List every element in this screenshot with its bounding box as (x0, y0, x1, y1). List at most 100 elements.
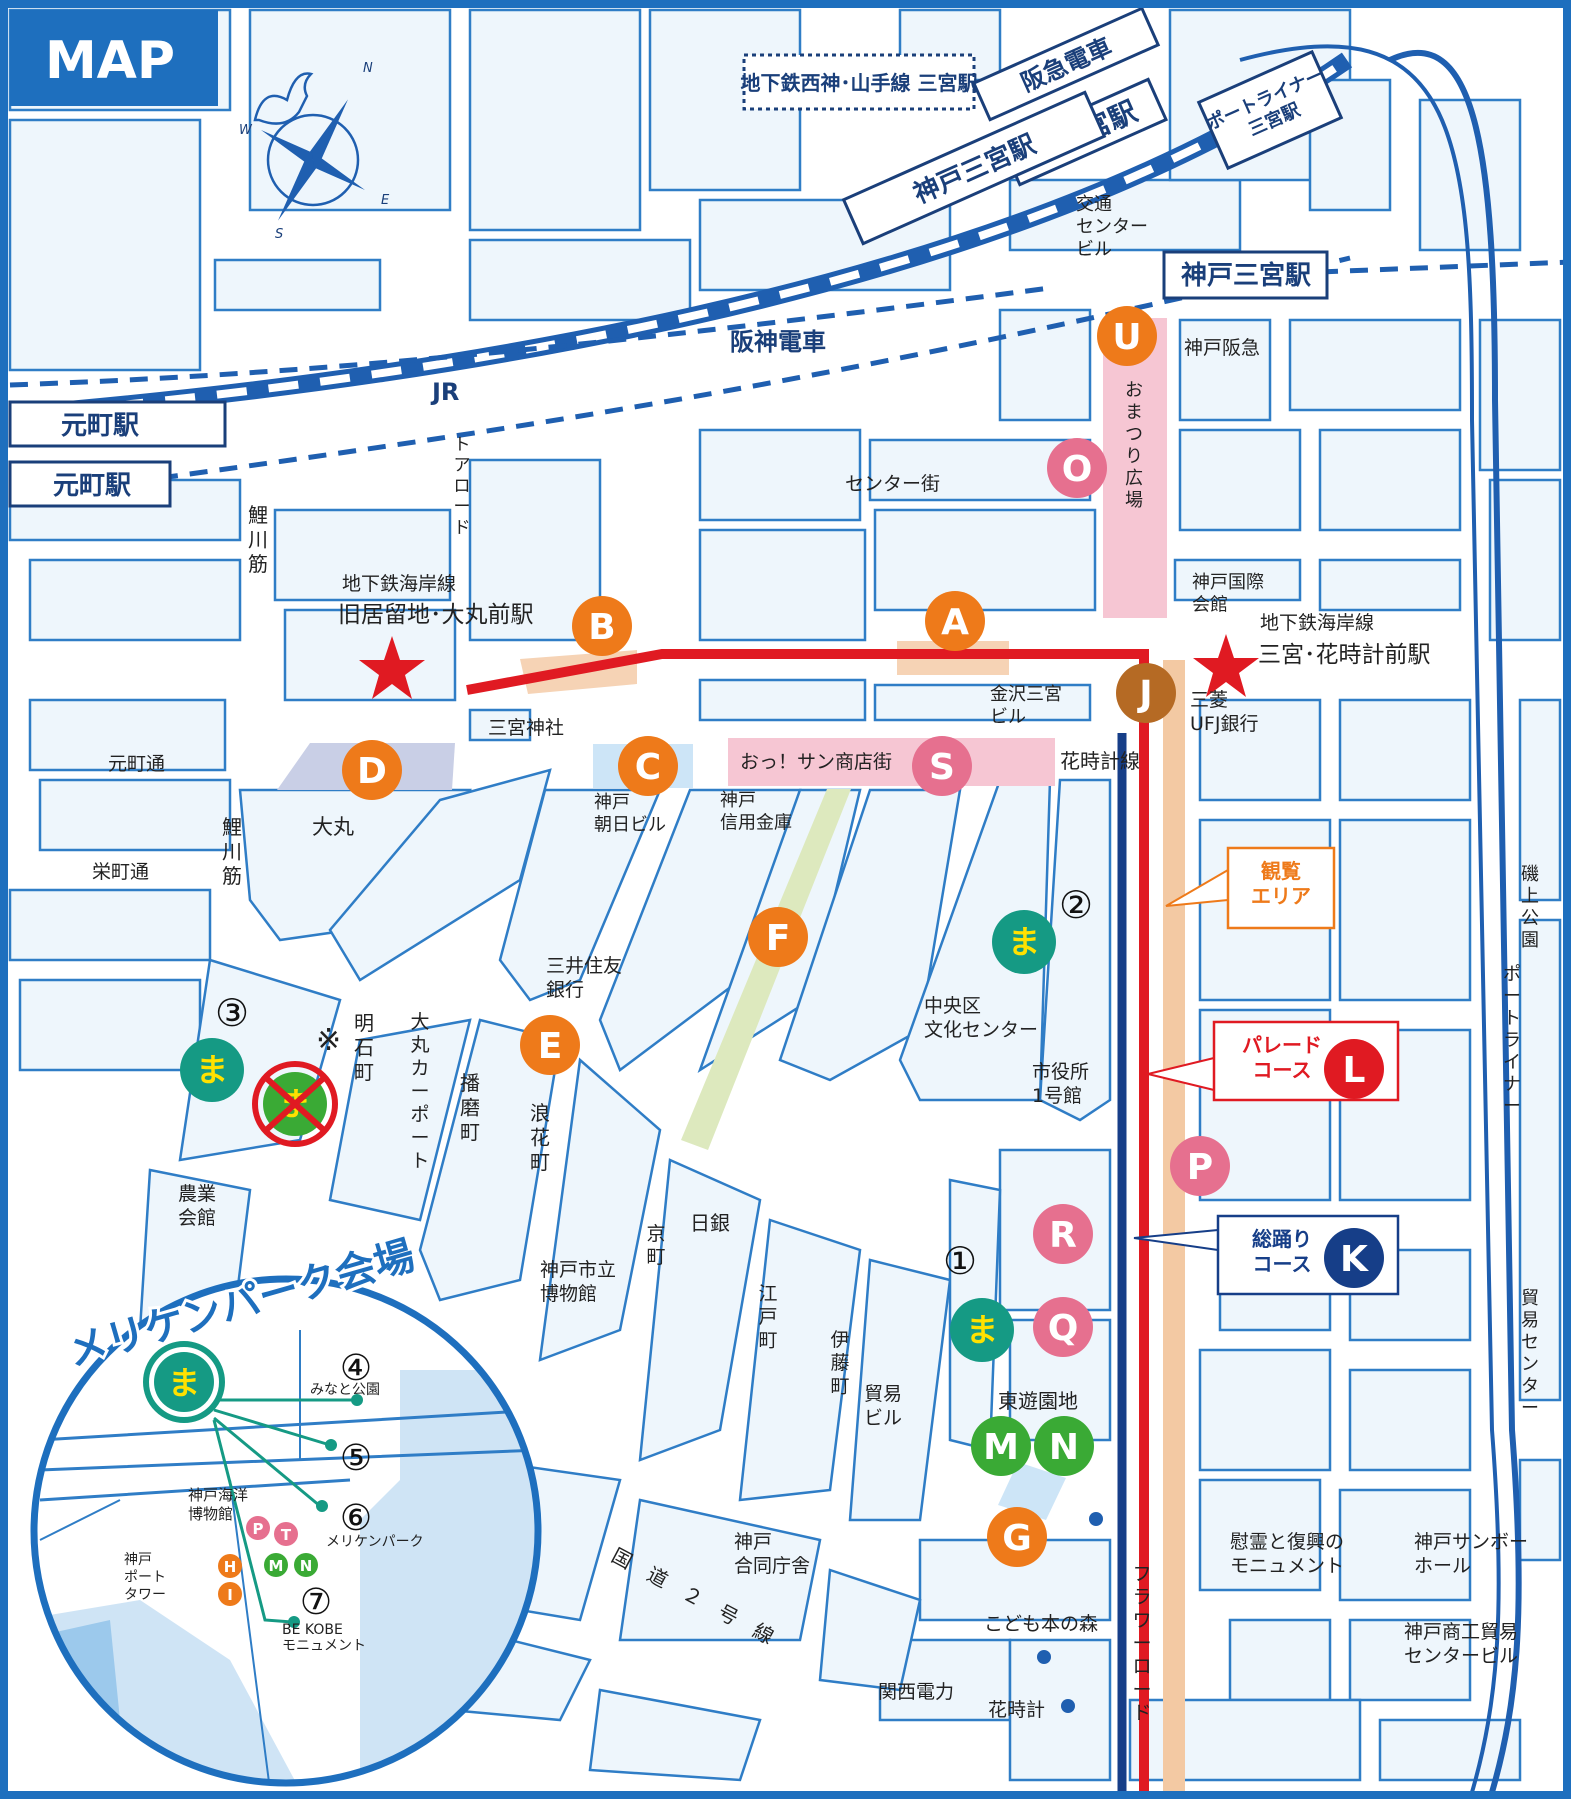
marker-label: O (1062, 449, 1093, 490)
city-block (1338, 698, 1472, 802)
city-block (1488, 478, 1562, 642)
city-block (698, 428, 862, 522)
viewing-pointer (1165, 869, 1229, 907)
parade-course-line (466, 649, 1149, 1799)
marker-label: R (1049, 1215, 1077, 1256)
mini-marker: M (264, 1553, 288, 1577)
place-label: 花時計線 (1060, 749, 1140, 773)
ma-marker: ま② (992, 883, 1093, 974)
city-block (818, 1568, 922, 1692)
city-block (1198, 698, 1322, 802)
omatsuri-plaza-zone (1103, 318, 1167, 618)
ma-label: ま (966, 1311, 998, 1349)
marker-o: O (1047, 438, 1107, 498)
motomachi-jr-box (8, 400, 227, 448)
place-label: 神戸阪急 (1184, 337, 1260, 359)
marker-r: R (1033, 1204, 1093, 1264)
ma-circle (950, 1298, 1014, 1362)
hanshin-kobe-sannomiya-station: 神戸三宮駅 (1181, 260, 1311, 291)
place-label: 農業会館 (178, 1183, 216, 1229)
hanshin-label: 阪神電車 (730, 328, 826, 356)
route-line-6 (213, 1416, 321, 1508)
city-block (1338, 1028, 1472, 1202)
city-block (468, 708, 532, 742)
place-label: 大丸 (312, 815, 354, 839)
inset-ring (30, 1275, 542, 1787)
mini-marker-circle (218, 1554, 242, 1578)
city-block (1038, 778, 1112, 1122)
city-block (1348, 1368, 1472, 1472)
place-label: フラワーロード (1132, 1563, 1151, 1724)
city-block (618, 1498, 822, 1642)
cancel-ring-icon (252, 1061, 338, 1147)
city-block (1318, 558, 1462, 612)
city-block (28, 558, 242, 642)
ma-number: ② (1059, 883, 1093, 927)
hanshin-line (159, 255, 1351, 481)
city-block (1228, 1618, 1332, 1702)
place-label: 元町通 (108, 753, 165, 775)
mini-marker-label: M (269, 1557, 284, 1575)
city-block (468, 8, 642, 232)
city-block (1173, 558, 1302, 602)
subway-seishin-station: 地下鉄西神･山手線 三宮駅 (741, 71, 978, 95)
city-block (698, 528, 867, 642)
compass-south-icon (278, 159, 318, 221)
marker-label: K (1340, 1239, 1369, 1280)
place-label: ポートライナー (1503, 964, 1521, 1117)
zone-g (998, 1462, 1066, 1520)
city-block (1198, 1348, 1332, 1472)
marker-label: D (357, 751, 387, 792)
marker-circle (925, 591, 985, 651)
meriken-item-number: ⑤ (340, 1438, 372, 1479)
place-label: 神戸信用金庫 (720, 790, 792, 834)
place-label: おっ！サン商店街 (740, 751, 892, 773)
marker-circle (1033, 1204, 1093, 1264)
compass-e: E (381, 193, 390, 208)
mini-marker: N (294, 1553, 318, 1577)
place-label: トアロード (454, 435, 471, 538)
city-block (283, 608, 457, 702)
mini-marker-circle (294, 1553, 318, 1577)
marker-label: S (929, 747, 955, 788)
place-label: 三宮神社 (488, 717, 564, 739)
jr-label: JR (430, 378, 459, 406)
place-label: 交通センタービル (1076, 194, 1148, 260)
subway-line (1319, 259, 1571, 275)
city-block (1198, 1478, 1322, 1592)
place-label: 京町 (646, 1223, 665, 1268)
place-label: 花時計 (988, 1699, 1045, 1721)
city-block (8, 118, 202, 372)
inset-ma-label: ま (168, 1364, 200, 1402)
city-block (8, 888, 212, 962)
meriken-item-label: みなと公園 (310, 1382, 380, 1398)
inset-roads (39, 1408, 538, 1502)
kyukyoryuchi-star-icon (359, 636, 425, 699)
hanshin-line-upper (9, 285, 1051, 388)
city-block (1418, 98, 1522, 252)
marker-label: F (766, 918, 791, 959)
compass-s: S (275, 227, 283, 242)
marker-label: U (1112, 317, 1141, 358)
place-label: 金沢三宮ビル (990, 684, 1062, 728)
marker-n: N (1034, 1416, 1094, 1476)
compass-n: N (363, 61, 373, 76)
kyukyoryuchi-station: 旧居留地･大丸前駅 (338, 602, 534, 628)
place-label: 神戸商工貿易センタービル (1404, 1621, 1518, 1667)
city-block (1178, 428, 1302, 532)
osan-shotengai-zone (728, 738, 1055, 786)
city-block (273, 508, 452, 602)
place-label: 神戸合同庁舎 (734, 1531, 810, 1577)
place-label: 明石町 (354, 1011, 374, 1084)
rooster-icon (253, 72, 314, 125)
marker-circle (520, 1015, 580, 1075)
marker-circle (1047, 438, 1107, 498)
place-label: 三井住友銀行 (546, 955, 622, 1001)
motomachi-hanshin-station: 元町駅 (53, 471, 131, 501)
